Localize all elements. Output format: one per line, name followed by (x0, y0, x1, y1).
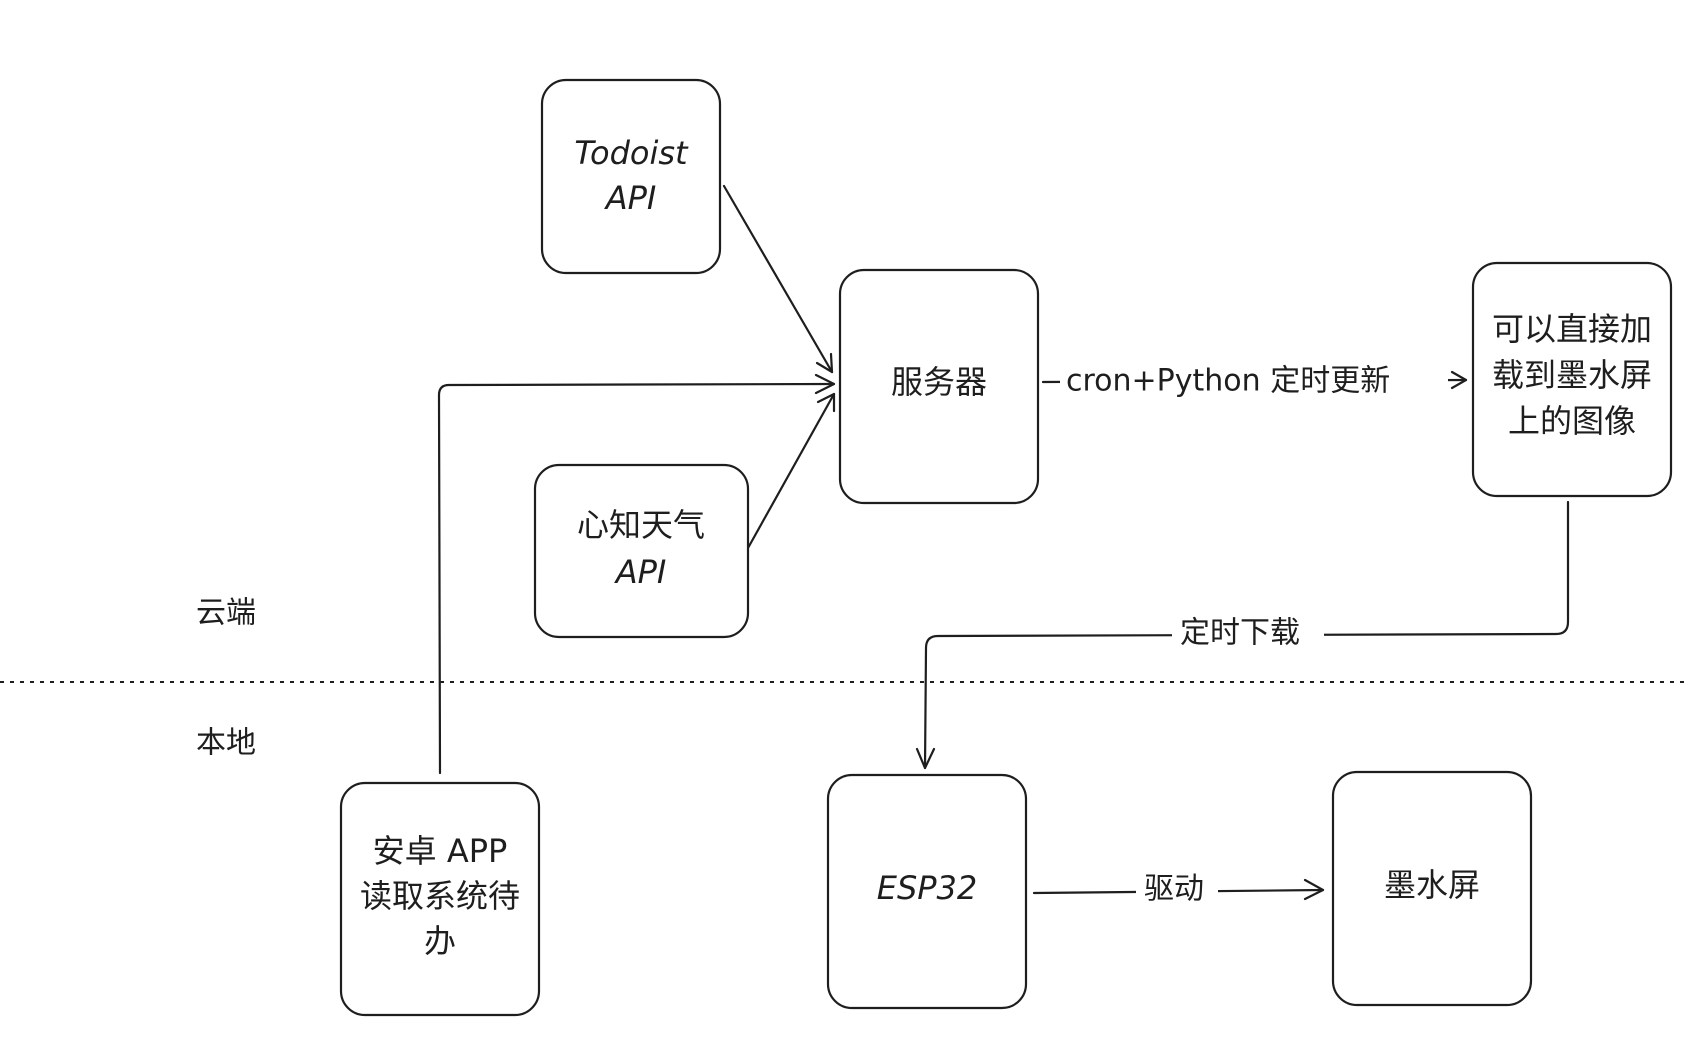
node-label: API (614, 553, 667, 591)
edge-label-bg (1060, 360, 1448, 404)
node-label: API (604, 179, 657, 217)
edge-todoist-to-server (722, 184, 834, 374)
node-weather-api[interactable]: 心知天气 API (533, 463, 750, 639)
node-server[interactable]: 服务器 (838, 268, 1040, 505)
edge-image-to-esp32: 定时下载 (915, 500, 1570, 770)
edge-esp32-to-screen: 驱动 (1032, 868, 1325, 912)
edge-label-image-to-esp32: 定时下载 (1180, 616, 1300, 651)
node-label: 安卓 APP (373, 832, 508, 870)
zone-label-local: 本地 (196, 726, 256, 761)
edge-label-bg (1172, 612, 1324, 656)
edge-label-esp32-to-screen: 驱动 (1144, 872, 1204, 907)
node-label: 心知天气 (577, 506, 705, 544)
node-label: Todoist (574, 134, 689, 172)
edge-label-server-to-image: cron+Python 定时更新 (1066, 364, 1390, 399)
edge-server-to-image: cron+Python 定时更新 (1041, 360, 1468, 404)
node-eink-screen[interactable]: 墨水屏 (1331, 770, 1533, 1007)
node-label: 上的图像 (1508, 402, 1636, 440)
node-label: 可以直接加 (1492, 310, 1652, 348)
edge-weather-to-server (746, 392, 836, 550)
node-esp32[interactable]: ESP32 (826, 773, 1028, 1010)
node-eink-image[interactable]: 可以直接加 载到墨水屏 上的图像 (1471, 261, 1673, 498)
node-label: 读取系统待 (360, 877, 520, 915)
node-label: ESP32 (877, 869, 978, 907)
node-label: 载到墨水屏 (1492, 356, 1652, 394)
edge-label-bg (1136, 868, 1218, 912)
edge-android-to-server (437, 373, 836, 775)
node-label: 办 (424, 922, 456, 960)
node-label: 服务器 (891, 363, 987, 401)
zone-label-cloud: 云端 (196, 596, 256, 631)
node-todoist-api[interactable]: Todoist API (540, 78, 722, 275)
node-label: 墨水屏 (1384, 866, 1480, 904)
node-android-app[interactable]: 安卓 APP 读取系统待 办 (339, 781, 541, 1017)
